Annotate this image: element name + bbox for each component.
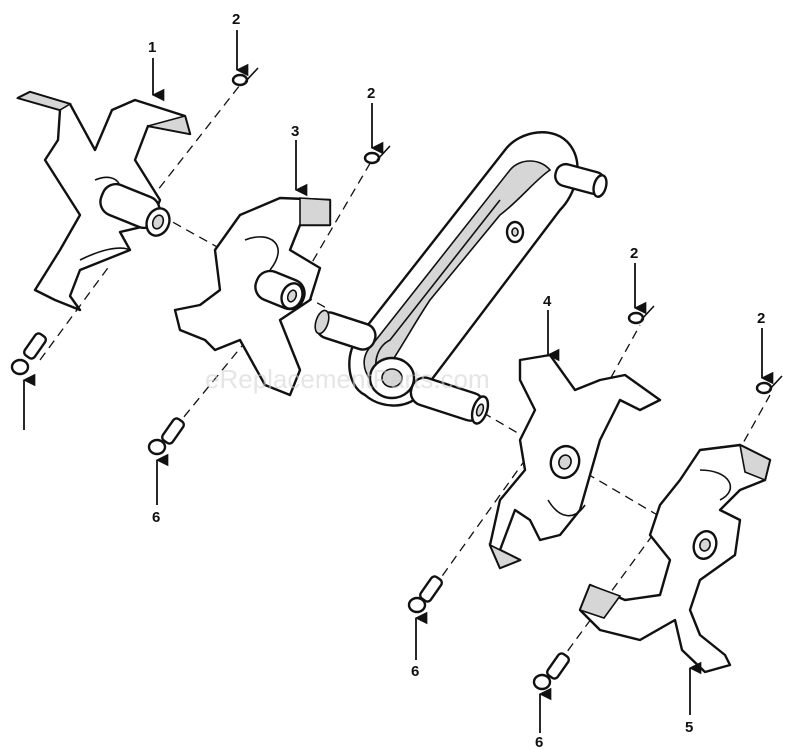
hairpin-pin-b	[363, 145, 391, 165]
callout-part-6-a: 6	[152, 509, 160, 526]
bolt-b	[407, 575, 444, 614]
callout-part-2-d: 2	[757, 310, 765, 327]
bolt-a	[147, 417, 186, 456]
bolt-c	[532, 652, 571, 691]
tine-outer-left	[15, 90, 192, 312]
chain-case-housing	[314, 131, 608, 425]
callout-part-6-b: 6	[411, 663, 419, 680]
hairpin-pin-a	[231, 67, 259, 87]
tine-outer-right	[578, 443, 772, 674]
tine-inner-right	[488, 353, 662, 570]
callout-part-6-c: 6	[535, 734, 543, 750]
callout-labels: 1 2 2 2 2 3 4 5 6 6 6	[148, 11, 765, 750]
hairpin-pin-c	[627, 305, 655, 325]
bolt-left	[10, 332, 48, 376]
watermark: eReplacementParts.com	[205, 364, 490, 394]
callout-part-2-a: 2	[232, 11, 240, 28]
leader-arrows	[22, 30, 774, 733]
hairpin-pin-d	[755, 375, 783, 395]
callout-part-2-c: 2	[630, 245, 638, 262]
callout-part-4: 4	[543, 293, 552, 310]
callout-part-5: 5	[685, 719, 693, 736]
tine-inner-left	[173, 196, 332, 397]
callout-part-2-b: 2	[367, 85, 375, 102]
callout-part-1: 1	[148, 39, 156, 56]
callout-part-3: 3	[291, 123, 299, 140]
